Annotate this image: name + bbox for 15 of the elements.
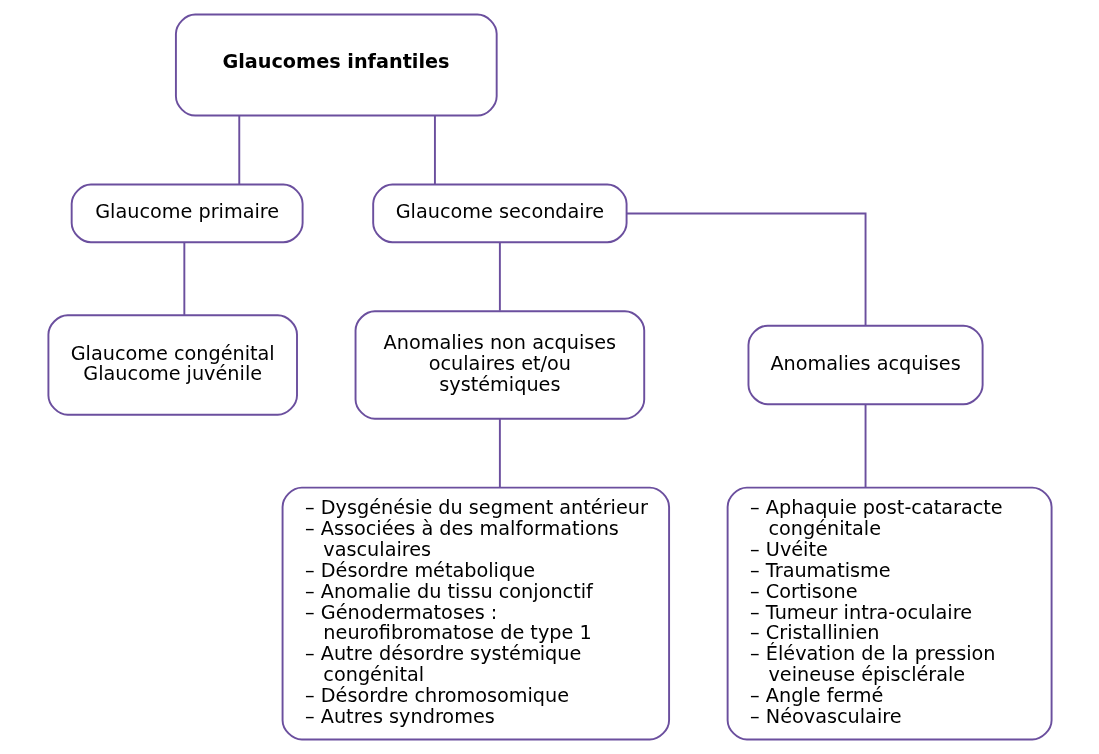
node-box: Anomalies non acquises oculaires et/ou systémiques <box>354 310 645 420</box>
connector <box>864 403 866 489</box>
node-box: Glaucomes infantiles <box>174 13 498 117</box>
connector <box>625 212 866 327</box>
node-box: Glaucome secondaire <box>371 183 628 244</box>
node-box: Glaucome primaire <box>70 183 304 244</box>
connector <box>433 114 436 186</box>
node-box: Glaucome congénital Glaucome juvénile <box>46 314 298 416</box>
node-box: – Aphaquie post-cataracte congénitale – Uvéite – Traumatisme – Cortisone – Tumeur intra-oculaire – Cristallinien – Élévation de la pression veineuse épisclérale – Angle fermé – Néovasculaire <box>726 486 1053 741</box>
connector <box>237 114 240 186</box>
connector <box>498 241 501 312</box>
connector <box>182 241 185 316</box>
node-box: – Dysgénésie du segment antérieur – Associées à des malformations vasculaires – Désordre métabolique – Anomalie du tissu conjonctif – Génodermatoses : neurofibromatose de type 1 – Autre désordre systémique congénital – Désordre chromosomique – Autres syndromes <box>281 486 670 741</box>
node-box: Anomalies acquises <box>747 324 984 406</box>
connector <box>498 417 501 489</box>
